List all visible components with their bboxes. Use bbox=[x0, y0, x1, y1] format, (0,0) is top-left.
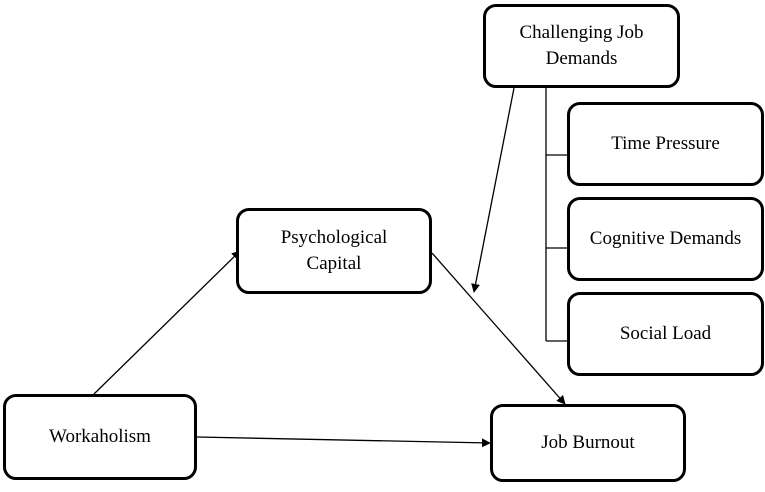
node-label: Job Burnout bbox=[541, 432, 635, 453]
arrow-workaholism-to-job-burnout bbox=[196, 436, 491, 448]
node-challenging-job-demands: Challenging Job Demands bbox=[483, 4, 680, 88]
node-label: Cognitive Demands bbox=[589, 228, 742, 249]
node-time-pressure: Time Pressure bbox=[567, 102, 764, 186]
arrow-workaholism-to-psychological-capital bbox=[93, 250, 241, 395]
node-label: Time Pressure bbox=[611, 133, 720, 154]
arrow-psychological-capital-to-job-burnout bbox=[431, 252, 566, 405]
node-label-line: Demands bbox=[545, 48, 618, 69]
node-cognitive-demands: Cognitive Demands bbox=[567, 197, 764, 281]
node-label: Social Load bbox=[619, 323, 712, 344]
node-label-line: Psychological bbox=[280, 227, 388, 248]
node-psychological-capital: Psychological Capital bbox=[236, 208, 432, 294]
node-label-line: Challenging Job bbox=[519, 22, 644, 43]
node-job-burnout: Job Burnout bbox=[490, 404, 686, 482]
node-social-load: Social Load bbox=[567, 292, 764, 376]
subdimension-bracket bbox=[545, 88, 567, 342]
arrow-moderation-challenging-demands bbox=[471, 87, 515, 293]
node-label-line: Capital bbox=[306, 253, 362, 274]
node-workaholism: Workaholism bbox=[3, 394, 197, 480]
node-label: Workaholism bbox=[49, 426, 151, 447]
